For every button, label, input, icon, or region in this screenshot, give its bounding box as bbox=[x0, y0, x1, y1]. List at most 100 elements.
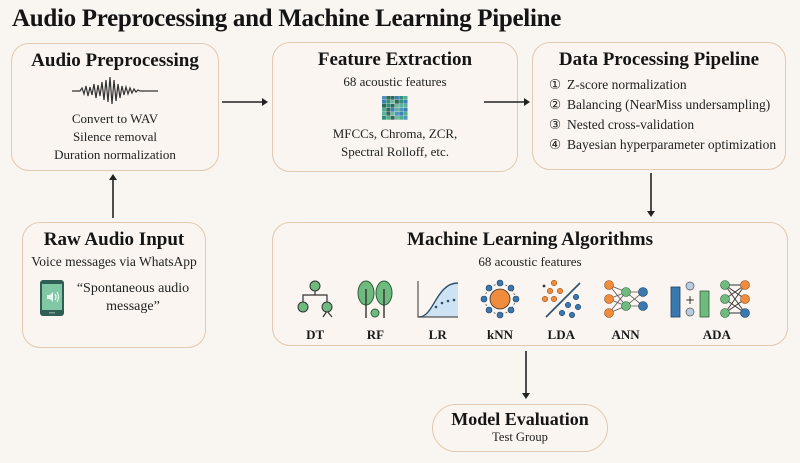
ml-algorithms-box: Machine Learning Algorithms 68 acoustic … bbox=[272, 222, 788, 346]
algorithm-label: kNN bbox=[486, 327, 513, 342]
raw-audio-title: Raw Audio Input bbox=[43, 229, 185, 250]
algorithm-knn: kNN bbox=[480, 279, 520, 343]
feature-matrix-cell bbox=[386, 96, 391, 100]
arrow-features-to-pipeline bbox=[484, 98, 530, 106]
algorithm-label: ADA bbox=[702, 327, 731, 342]
ml-feature-count: 68 acoustic features bbox=[478, 254, 582, 269]
preprocessing-step: Silence removal bbox=[72, 129, 158, 144]
quote-line: “Spontaneous audio bbox=[76, 281, 190, 296]
diagram-title: Audio Preprocessing and Machine Learning… bbox=[12, 5, 561, 32]
feature-matrix-cell bbox=[394, 104, 399, 108]
feature-matrix-cell bbox=[382, 108, 386, 112]
feature-list-line: Spectral Rolloff, etc. bbox=[340, 144, 450, 159]
feature-matrix-cell bbox=[394, 116, 399, 120]
feature-matrix-cell bbox=[382, 96, 386, 100]
waveform-icon bbox=[72, 76, 158, 105]
feature-matrix-cell bbox=[382, 104, 386, 108]
algorithm-lda: LDA bbox=[540, 279, 582, 343]
feature-matrix-cell bbox=[399, 100, 404, 104]
step-number: ④ bbox=[549, 137, 562, 152]
model-evaluation-box: Model Evaluation Test Group bbox=[432, 404, 608, 452]
smartphone-audio-icon bbox=[39, 280, 64, 316]
feature-matrix-cell bbox=[399, 112, 404, 116]
step-number: ② bbox=[549, 97, 562, 112]
feature-matrix-cell bbox=[390, 100, 395, 104]
algorithm-lr: LR bbox=[416, 279, 460, 343]
feature-matrix-cell bbox=[403, 108, 408, 112]
algorithm-label: ANN bbox=[611, 327, 640, 342]
algorithm-rf: RF bbox=[355, 279, 395, 343]
feature-matrix-cell bbox=[390, 116, 395, 120]
feature-extraction-title: Feature Extraction bbox=[317, 49, 473, 70]
knn-cluster-icon bbox=[480, 279, 520, 319]
random-forest-icon bbox=[357, 280, 393, 318]
feature-matrix-cell bbox=[386, 104, 391, 108]
feature-matrix-cell bbox=[403, 116, 408, 120]
algorithm-label: LDA bbox=[547, 327, 575, 342]
model-evaluation-title: Model Evaluation bbox=[451, 409, 589, 429]
feature-matrix-cell bbox=[403, 104, 408, 108]
feature-matrix-cell bbox=[403, 100, 408, 104]
arrow-ml-to-evaluation bbox=[522, 351, 530, 399]
feature-matrix-cell bbox=[382, 116, 386, 120]
algorithm-ada: + ADA bbox=[669, 279, 765, 343]
pipeline-step: ③ Nested cross-validation bbox=[549, 115, 785, 135]
feature-matrix-cell bbox=[399, 108, 404, 112]
pipeline-step: ④ Bayesian hyperparameter optimization bbox=[549, 135, 785, 155]
feature-matrix-cell bbox=[386, 116, 391, 120]
feature-matrix-cell bbox=[390, 112, 395, 116]
feature-matrix-cell bbox=[382, 112, 386, 116]
audio-preprocessing-box: Audio Preprocessing Convert to WAV Silen… bbox=[11, 43, 219, 171]
data-processing-title: Data Processing Pipeline bbox=[558, 49, 760, 70]
arrow-pipeline-to-ml bbox=[647, 173, 655, 217]
lda-separator-icon bbox=[542, 279, 582, 319]
feature-matrix-cell bbox=[399, 104, 404, 108]
feature-matrix-icon bbox=[382, 96, 408, 120]
feature-matrix-cell bbox=[390, 104, 395, 108]
quote-line: message” bbox=[106, 299, 160, 314]
audio-preprocessing-title: Audio Preprocessing bbox=[31, 50, 199, 71]
svg-text:+: + bbox=[685, 293, 695, 307]
feature-matrix-cell bbox=[390, 108, 395, 112]
feature-matrix-cell bbox=[382, 100, 386, 104]
feature-count: 68 acoustic features bbox=[343, 74, 447, 89]
step-text: Z-score normalization bbox=[567, 77, 687, 92]
algorithm-label: RF bbox=[366, 327, 385, 342]
pipeline-step: ② Balancing (NearMiss undersampling) bbox=[549, 95, 785, 115]
feature-matrix-cell bbox=[399, 96, 404, 100]
feature-extraction-box: Feature Extraction 68 acoustic features … bbox=[272, 42, 518, 172]
step-text: Nested cross-validation bbox=[567, 117, 695, 132]
feature-matrix-cell bbox=[394, 112, 399, 116]
feature-matrix-cell bbox=[403, 96, 408, 100]
feature-matrix-cell bbox=[399, 116, 404, 120]
algorithm-label: LR bbox=[428, 327, 447, 342]
logistic-curve-icon bbox=[417, 281, 458, 318]
feature-matrix-cell bbox=[390, 96, 395, 100]
algorithm-dt: DT bbox=[295, 279, 335, 343]
arrow-raw-to-preprocessing bbox=[109, 174, 117, 218]
preprocessing-step: Convert to WAV bbox=[71, 111, 159, 126]
step-number: ③ bbox=[549, 117, 562, 132]
step-text: Bayesian hyperparameter optimization bbox=[567, 137, 777, 152]
preprocessing-step: Duration normalization bbox=[54, 147, 176, 162]
raw-audio-input-box: Raw Audio Input Voice messages via Whats… bbox=[22, 222, 206, 348]
model-evaluation-subtitle: Test Group bbox=[492, 430, 548, 444]
feature-matrix-cell bbox=[394, 108, 399, 112]
feature-list-line: MFCCs, Chroma, ZCR, bbox=[332, 126, 458, 141]
decision-tree-icon bbox=[297, 280, 333, 318]
ml-algorithms-title: Machine Learning Algorithms bbox=[407, 229, 653, 250]
feature-matrix-cell bbox=[394, 96, 399, 100]
feature-matrix-cell bbox=[386, 112, 391, 116]
algorithm-label: DT bbox=[306, 327, 325, 342]
feature-matrix-cell bbox=[394, 100, 399, 104]
raw-audio-source: Voice messages via WhatsApp bbox=[31, 254, 197, 269]
arrow-preprocessing-to-features bbox=[222, 98, 268, 106]
adaboost-ensemble-icon: + bbox=[670, 280, 750, 318]
feature-matrix-cell bbox=[386, 108, 391, 112]
algorithm-ann: ANN bbox=[603, 279, 649, 343]
feature-matrix-cell bbox=[403, 112, 408, 116]
step-text: Balancing (NearMiss undersampling) bbox=[567, 97, 771, 112]
neural-network-icon bbox=[603, 280, 648, 318]
